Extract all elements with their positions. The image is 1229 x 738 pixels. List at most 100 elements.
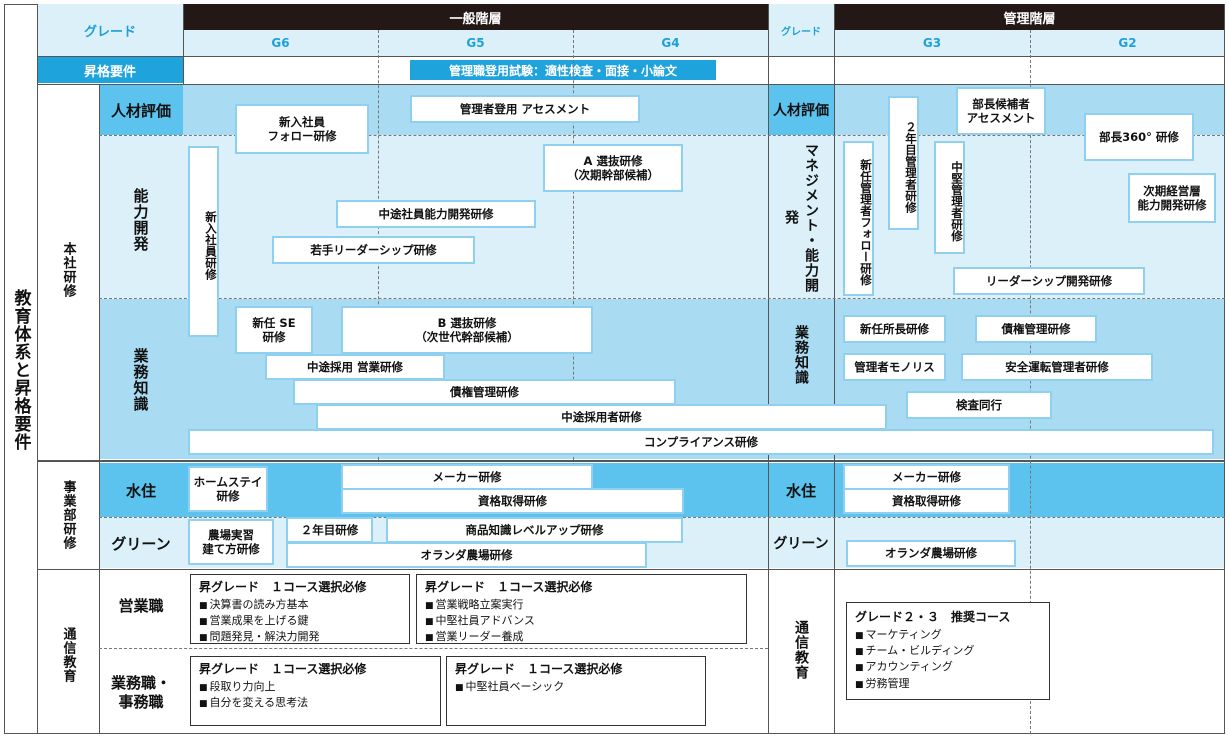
row-noryoku: 能力開発 [131, 188, 150, 252]
course-title: 昇グレード １コース選択必修 [199, 580, 367, 594]
program-inspection: 検査同行 [906, 391, 1052, 419]
outer-border-left [4, 4, 5, 734]
row-gyomu-left: 業務知識 [131, 348, 150, 412]
outer-border-top [4, 4, 37, 5]
course-item: 営業成果を上げる鍵 [199, 613, 401, 629]
program-second-year-mgr: ２年目管理者研修 [888, 96, 919, 230]
program-homestay: ホームステイ 研修 [188, 466, 268, 512]
program-second-year: ２年目研修 [286, 517, 373, 543]
course-item: 営業戦略立案実行 [425, 597, 738, 613]
course-item: 営業リーダー養成 [425, 629, 738, 645]
management-grades-band [834, 30, 1225, 56]
general-grades-band [183, 30, 768, 56]
program-a-selection: A 選抜研修 （次期幹部候補） [543, 144, 683, 192]
course-title: グレード２・３ 推奨コース [855, 610, 1011, 624]
row-green-right: グリーン [773, 536, 829, 552]
program-midcareer-sales: 中途採用 営業研修 [265, 354, 445, 380]
course-title: 昇グレード １コース選択必修 [455, 662, 623, 676]
program-maker-right: メーカー研修 [843, 464, 1010, 490]
program-new-se: 新任 SE 研修 [235, 306, 313, 354]
row-jinzai-left: 人材評価 [110, 101, 171, 120]
program-new-hire-follow: 新入社員 フォロー研修 [235, 104, 369, 154]
jinzai-left-cell [99, 85, 183, 135]
row-suiju-right: 水住 [785, 481, 816, 500]
program-midcareer-dev: 中途社員能力開発研修 [336, 200, 536, 228]
page-title: 教育体系と昇格要件 [10, 289, 31, 451]
general-tier-header: 一般階層 [183, 4, 768, 30]
program-b-selection: B 選抜研修 （次世代幹部候補） [341, 306, 593, 354]
program-new-hire: 新入社員研修 [188, 146, 219, 337]
course-item: アカウンティング [855, 659, 1041, 675]
row-management-dev: マネジメント・能力開発 [783, 142, 819, 293]
program-maker-left: メーカー研修 [341, 464, 593, 490]
promotion-label-cell [37, 57, 183, 83]
hline-header [37, 56, 1225, 57]
row-divider-2 [99, 298, 1225, 299]
grade-g3: G3 [922, 36, 942, 50]
row-eigyo: 営業職 [118, 596, 164, 615]
course-item: 中堅社員アドバンス [425, 613, 738, 629]
divider-section-col [99, 84, 100, 734]
course-item: チーム・ビルディング [855, 643, 1041, 659]
row-gyomu-jimu: 業務職・事務職 [110, 674, 171, 711]
hline-jigyobu [37, 569, 1225, 570]
course-item: 自分を変える思考法 [199, 695, 432, 711]
row-gyomu-right: 業務知識 [793, 325, 809, 385]
program-holland-right: オランダ農場研修 [846, 540, 1016, 567]
program-mgr-monolith: 管理者モノリス [843, 353, 946, 381]
course-sales-a: 昇グレード １コース選択必修 決算書の読み方基本 営業成果を上げる鍵 問題発見・… [190, 574, 410, 644]
promotion-exam-bar: 管理職登用試験：適性検査・面接・小論文 [410, 60, 716, 80]
grade-g5: G5 [466, 36, 485, 50]
grade-g2: G2 [1118, 36, 1137, 50]
program-debt-mgmt: 債権管理研修 [293, 379, 676, 405]
course-item: 労務管理 [855, 676, 1041, 692]
section-tsushin: 通信教育 [60, 627, 76, 683]
promotion-requirement-label: 昇格要件 [83, 64, 136, 80]
program-compliance: コンプライアンス研修 [188, 429, 1214, 455]
program-farm-training: 農場実習 建て方研修 [188, 519, 274, 565]
program-qualification-left: 資格取得研修 [341, 488, 684, 514]
program-qualification-right: 資格取得研修 [843, 488, 1010, 514]
course-item: 中堅社員ベーシック [455, 679, 697, 695]
divider-title-col [37, 4, 38, 734]
course-office-a: 昇グレード １コース選択必修 段取り力向上 自分を変える思考法 [190, 656, 441, 726]
course-title: 昇グレード １コース選択必修 [199, 662, 367, 676]
course-mgmt: グレード２・３ 推奨コース マーケティング チーム・ビルディング アカウンティン… [846, 602, 1050, 700]
outer-border-right [1224, 4, 1225, 734]
row-suiju-left: 水住 [125, 481, 156, 500]
row-divider-1 [99, 135, 1225, 136]
grade-divider-g3-g2 [1030, 30, 1031, 734]
grade-header-cell-left [37, 4, 183, 56]
course-office-b: 昇グレード １コース選択必修 中堅社員ベーシック [446, 656, 706, 726]
row-divider-4 [99, 648, 768, 649]
course-item: 問題発見・解決力開発 [199, 629, 401, 645]
grade-header-cell-right [768, 4, 834, 56]
course-item: 決算書の読み方基本 [199, 597, 401, 613]
management-tier-header: 管理階層 [834, 4, 1225, 30]
hline-promotion [37, 84, 1225, 85]
program-dept-head-assessment: 部長候補者 アセスメント [956, 87, 1046, 135]
program-new-mgr-follow: 新任管理者フォロー研修 [843, 141, 874, 296]
hline-honsha [37, 460, 1225, 462]
course-title: 昇グレード １コース選択必修 [425, 580, 593, 594]
row-jinzai-right: 人材評価 [773, 103, 829, 119]
section-tsushin-right: 通信教育 [793, 620, 809, 680]
course-item: マーケティング [855, 627, 1041, 643]
program-safe-driving: 安全運転管理者研修 [961, 353, 1153, 381]
program-dept-head-360: 部長360° 研修 [1084, 113, 1194, 161]
section-honsha: 本社研修 [60, 242, 76, 298]
program-manager-assessment: 管理者登用 アセスメント [410, 95, 640, 123]
program-debt-mgmt-right: 債権管理研修 [975, 315, 1097, 343]
program-new-branch-head: 新任所長研修 [843, 315, 946, 343]
grade-divider-g5-g4 [573, 30, 574, 460]
divider-general-mgmt-right [834, 4, 835, 734]
program-leadership-dev: リーダーシップ開発研修 [953, 267, 1145, 295]
jinzai-right-cell [768, 85, 834, 135]
grade-label-left: グレード [83, 24, 136, 40]
course-sales-b: 昇グレード １コース選択必修 営業戦略立案実行 中堅社員アドバンス 営業リーダー… [416, 574, 747, 644]
divider-header [183, 4, 184, 84]
program-young-leadership: 若手リーダーシップ研修 [272, 236, 475, 264]
course-item: 段取り力向上 [199, 679, 432, 695]
row-green-left: グリーン [111, 534, 171, 553]
grade-g6: G6 [271, 36, 290, 50]
